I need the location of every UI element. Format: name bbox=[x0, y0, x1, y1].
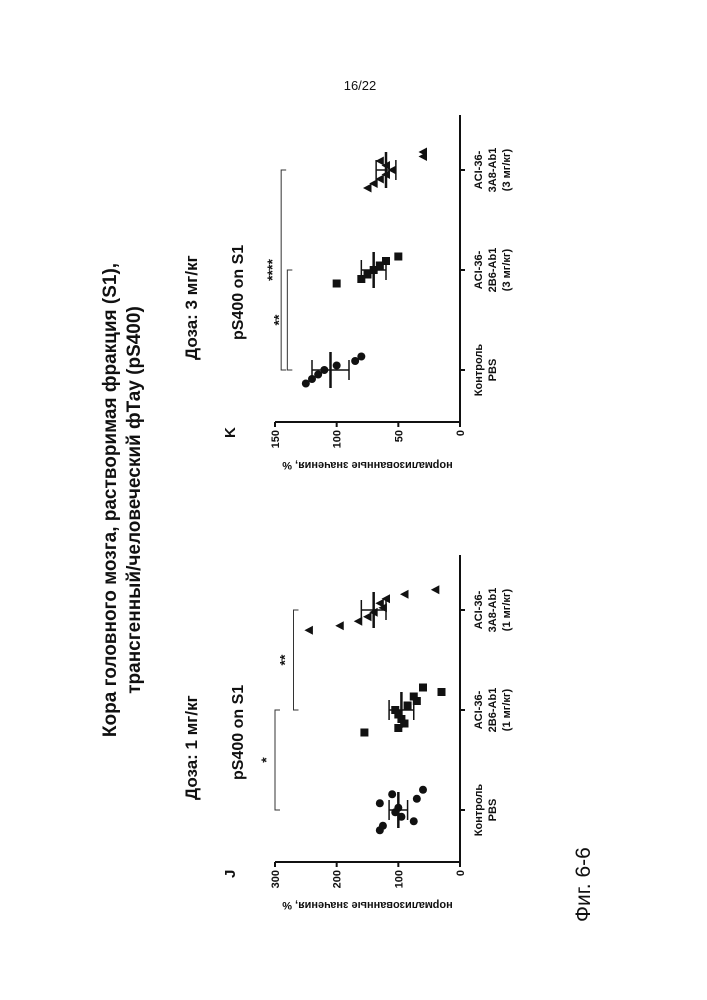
chart-k-point-square bbox=[333, 280, 341, 288]
chart-j-point-square bbox=[410, 693, 418, 701]
chart-j-point-triangle bbox=[363, 612, 372, 621]
chart-k-y-tick-label: 0 bbox=[455, 430, 467, 436]
chart-k-y-tick-label: 150 bbox=[270, 430, 282, 448]
chart-k-category-label: ACI-36- bbox=[473, 150, 485, 189]
chart-k-category-label: ACI-36- bbox=[473, 250, 485, 289]
chart-k-significance-bracket bbox=[281, 170, 286, 370]
chart-j-category-label: PBS bbox=[487, 799, 499, 822]
chart-j-point-triangle bbox=[304, 626, 313, 635]
chart-k-y-axis-label: нормализованные значения, % bbox=[282, 459, 453, 471]
chart-k-significance-label: **** bbox=[264, 259, 280, 281]
chart-j-category-label: 2B6-Ab1 bbox=[487, 688, 499, 733]
chart-k-y-tick-label: 50 bbox=[393, 430, 405, 442]
chart-j-y-tick-label: 300 bbox=[270, 870, 282, 888]
chart-j-point-square bbox=[438, 688, 446, 696]
chart-j-y-axis-label: нормализованные значения, % bbox=[282, 899, 453, 911]
chart-k-point-triangle bbox=[363, 184, 372, 193]
chart-j-category-label: (1 мг/кг) bbox=[501, 688, 513, 731]
chart-k-category-label: (3 мг/кг) bbox=[501, 248, 513, 291]
chart-j-point-square bbox=[419, 684, 427, 692]
chart-k-category-label: (3 мг/кг) bbox=[501, 148, 513, 191]
chart-k-significance-label: ** bbox=[270, 314, 286, 325]
chart-j-category-label: ACI-36- bbox=[473, 690, 485, 729]
chart-j-y-tick-label: 0 bbox=[455, 870, 467, 876]
chart-j-point-circle bbox=[410, 817, 418, 825]
chart-k-y-tick-label: 100 bbox=[332, 430, 344, 448]
chart-j-category-label: (1 мг/кг) bbox=[501, 588, 513, 631]
chart-k-point-circle bbox=[333, 362, 341, 370]
chart-j-significance-label: ** bbox=[277, 654, 293, 665]
chart-j-point-triangle bbox=[375, 599, 384, 608]
chart-k-category-label: Контроль bbox=[473, 344, 485, 397]
chart-j-y-tick-label: 200 bbox=[332, 870, 344, 888]
chart-j-point-circle bbox=[379, 822, 387, 830]
chart-j-significance-label: * bbox=[258, 757, 274, 763]
chart-j-point-circle bbox=[376, 799, 384, 807]
chart-j-category-label: Контроль bbox=[473, 784, 485, 837]
chart-j-point-triangle bbox=[335, 621, 344, 630]
chart-j-significance-bracket bbox=[275, 710, 280, 810]
chart-k-significance-bracket bbox=[287, 270, 292, 370]
chart-j-significance-bracket bbox=[294, 610, 299, 710]
chart-j-point-circle bbox=[413, 795, 421, 803]
chart-k-category-label: 3A8-Ab1 bbox=[487, 148, 499, 193]
chart-j-category-label: 3A8-Ab1 bbox=[487, 588, 499, 633]
chart-j-point-square bbox=[404, 702, 412, 710]
chart-k-point-square bbox=[394, 253, 402, 261]
chart-k-category-label: 2B6-Ab1 bbox=[487, 248, 499, 293]
chart-j-point-square bbox=[360, 729, 368, 737]
chart-j-point-circle bbox=[388, 790, 396, 798]
chart-j-category-label: ACI-36- bbox=[473, 590, 485, 629]
chart-j-point-circle bbox=[419, 786, 427, 794]
chart-k-point-circle bbox=[357, 353, 365, 361]
chart-j-point-triangle bbox=[400, 590, 409, 599]
chart-k-category-label: PBS bbox=[487, 359, 499, 382]
chart-j-point-triangle bbox=[431, 585, 440, 594]
chart-j-y-tick-label: 100 bbox=[393, 870, 405, 888]
